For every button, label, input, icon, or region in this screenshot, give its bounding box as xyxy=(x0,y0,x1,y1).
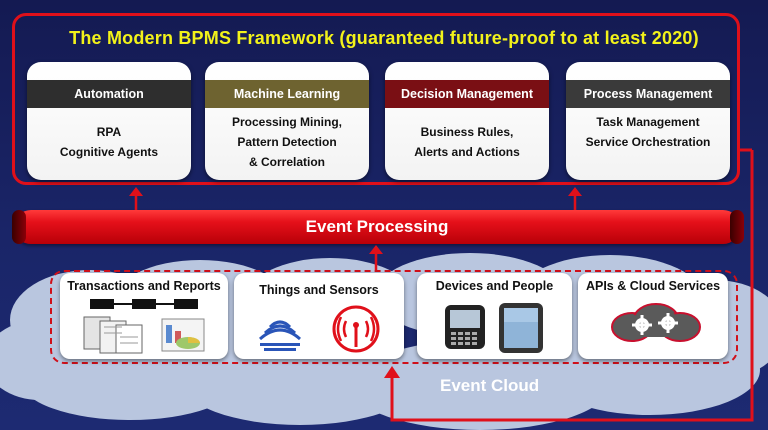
card-body: Business Rules, Alerts and Actions xyxy=(385,122,549,162)
card-header: Process Management xyxy=(566,80,730,108)
devices-icon xyxy=(445,303,543,353)
card-body: Processing Mining, Pattern Detection & C… xyxy=(205,112,369,172)
framework-frame xyxy=(12,13,740,185)
card-machine-learning: Machine Learning Processing Mining, Patt… xyxy=(205,62,369,180)
card-line: Business Rules, xyxy=(420,125,514,139)
source-label: Devices and People xyxy=(435,279,554,293)
card-line: & Correlation xyxy=(248,155,325,169)
source-devices-and-people: Devices and People xyxy=(417,273,572,359)
cloud-gears-icon xyxy=(611,303,701,342)
framework-title: The Modern BPMS Framework (guaranteed fu… xyxy=(69,28,699,48)
source-label: APIs & Cloud Services xyxy=(585,279,721,293)
arrow-up-icon xyxy=(568,187,582,210)
card-automation: Automation RPA Cognitive Agents xyxy=(27,62,191,180)
event-processing-bar: Event Processing xyxy=(14,210,740,244)
card-line: Service Orchestration xyxy=(585,135,711,149)
source-apis-and-cloud-services: APIs & Cloud Services xyxy=(578,273,728,359)
card-line: Cognitive Agents xyxy=(59,145,159,159)
sensor-waves-icon xyxy=(258,305,380,353)
card-title: Decision Management xyxy=(401,87,533,101)
card-line: Processing Mining, xyxy=(231,115,342,129)
arrow-up-icon xyxy=(129,187,143,210)
event-processing-label: Event Processing xyxy=(305,217,449,236)
card-line: RPA xyxy=(96,125,122,139)
source-transactions-and-reports: Transactions and Reports xyxy=(60,273,228,359)
card-process-management: Process Management Task Management Servi… xyxy=(566,62,730,180)
source-label: Transactions and Reports xyxy=(67,279,221,293)
source-things-and-sensors: Things and Sensors xyxy=(234,273,404,359)
card-body: Task Management Service Orchestration xyxy=(566,112,730,152)
card-line: Pattern Detection xyxy=(237,135,337,149)
pipe-end-cap xyxy=(730,210,744,244)
event-cloud-label: Event Cloud xyxy=(440,376,540,395)
card-header: Automation xyxy=(27,80,191,108)
card-line: Alerts and Actions xyxy=(414,145,520,159)
card-line: Task Management xyxy=(596,115,700,129)
card-title: Process Management xyxy=(583,87,713,101)
card-title: Automation xyxy=(74,87,144,101)
card-title: Machine Learning xyxy=(233,87,341,101)
card-header: Machine Learning xyxy=(205,80,369,108)
reports-icon xyxy=(83,299,205,354)
source-label: Things and Sensors xyxy=(259,283,379,297)
card-decision-management: Decision Management Business Rules, Aler… xyxy=(385,62,549,180)
card-body: RPA Cognitive Agents xyxy=(27,122,191,162)
card-header: Decision Management xyxy=(385,80,549,108)
pipe-end-cap xyxy=(12,210,26,244)
arrow-up-icon xyxy=(369,245,383,270)
